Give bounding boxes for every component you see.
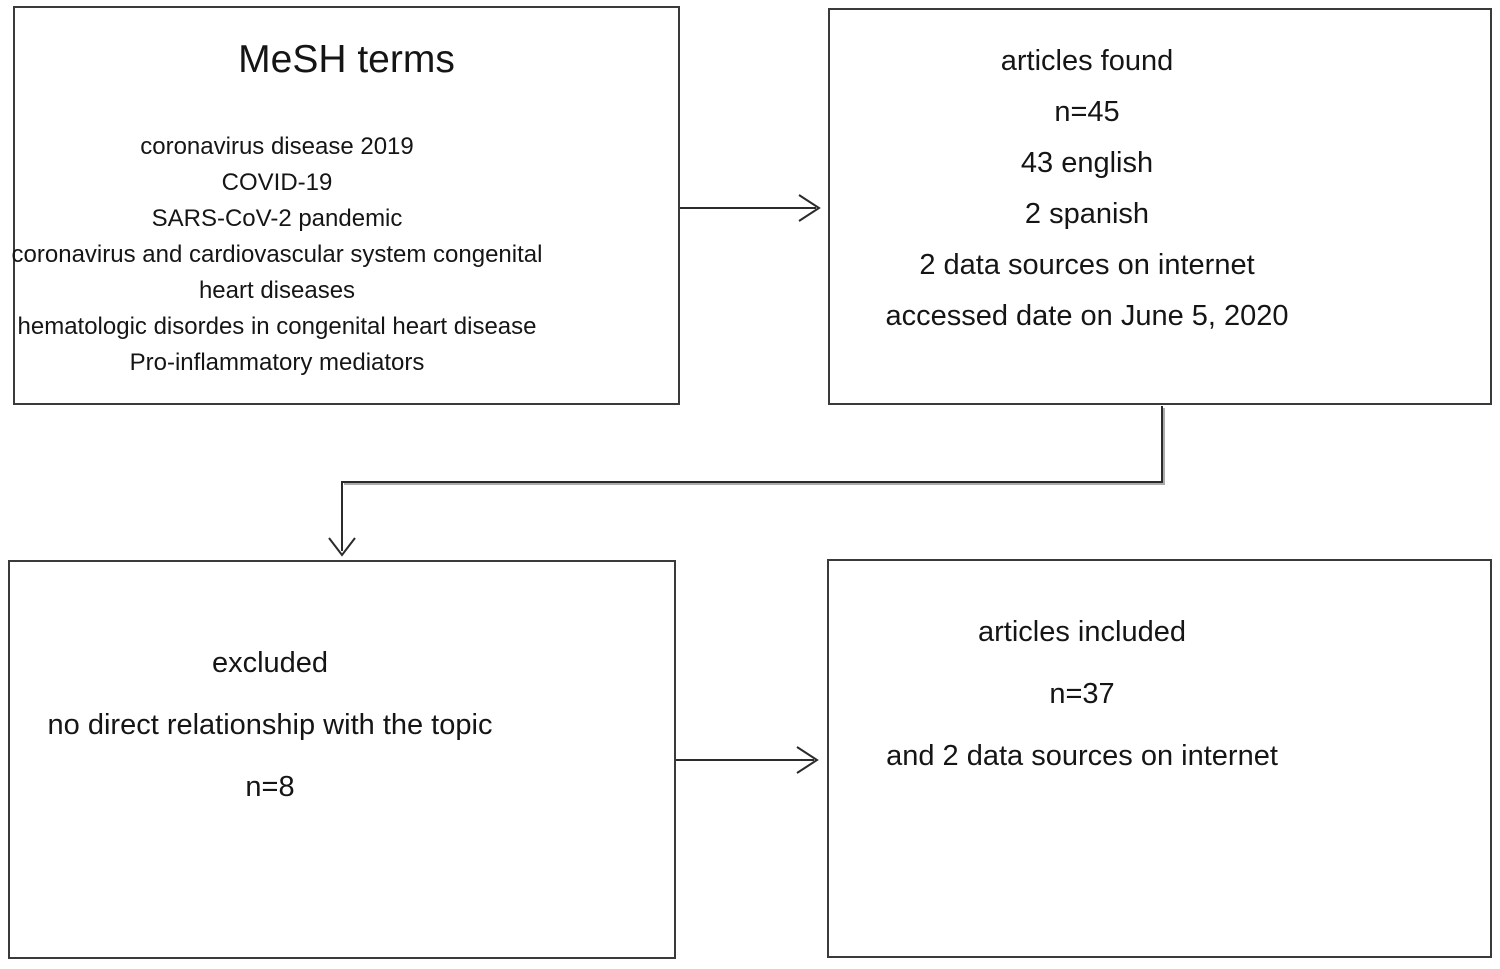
articles-found-line: 2 spanish [1024,198,1150,230]
mesh-term-line: heart diseases [198,277,356,304]
articles-included-line: articles included [978,616,1186,648]
box-mesh-terms: MeSH terms coronavirus disease 2019 COVI… [12,6,680,405]
arrow-mesh-to-found [679,194,821,222]
articles-found-line: 43 english [1020,147,1154,179]
articles-found-body: articles found n=45 43 english 2 spanish… [830,36,1344,342]
mesh-term-line: Pro-inflammatory mediators [129,349,425,376]
mesh-term-line: SARS-CoV-2 pandemic [151,205,403,232]
articles-found-line: n=45 [1054,96,1120,128]
articles-found-line: 2 data sources on internet [919,249,1255,281]
excluded-line: no direct relationship with the topic [47,709,493,741]
articles-included-line: and 2 data sources on internet [886,740,1278,772]
articles-found-line: articles found [1000,45,1174,77]
mesh-term-line: coronavirus and cardiovascular system co… [11,241,543,268]
box-articles-included: articles included n=37 and 2 data source… [827,559,1492,958]
excluded-line: n=8 [245,771,295,803]
articles-included-line: n=37 [1049,678,1115,710]
arrow-excluded-to-included [675,746,819,774]
articles-found-line: accessed date on June 5, 2020 [885,300,1289,332]
articles-included-body: articles included n=37 and 2 data source… [829,601,1335,787]
mesh-term-line: coronavirus disease 2019 [140,133,414,160]
excluded-line: excluded [211,647,329,679]
mesh-terms-title: MeSH terms [238,38,455,81]
mesh-term-line: COVID-19 [221,169,333,196]
box-articles-found: articles found n=45 43 english 2 spanish… [828,8,1492,405]
excluded-body: excluded no direct relationship with the… [10,632,530,818]
mesh-term-line: hematologic disordes in congenital heart… [17,313,537,340]
box-excluded: excluded no direct relationship with the… [8,560,676,959]
arrow-found-to-excluded [328,406,1165,557]
mesh-terms-body: coronavirus disease 2019 COVID-19 SARS-C… [12,129,543,381]
